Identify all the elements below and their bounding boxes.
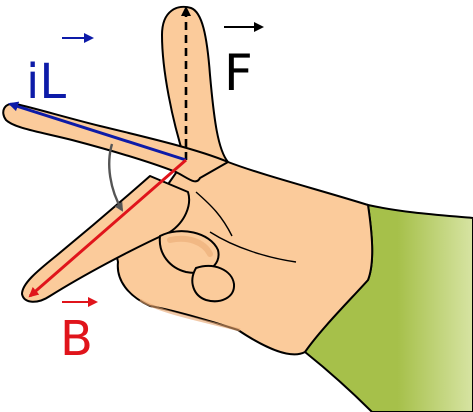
index-finger	[2, 102, 229, 183]
pinky-finger	[191, 265, 236, 303]
rotation-arrow	[108, 143, 124, 212]
ring-finger-shadow	[167, 235, 213, 257]
field-vector	[28, 158, 187, 298]
current-vector	[8, 101, 187, 162]
force-label: F	[224, 44, 253, 102]
finger-shadow	[139, 298, 241, 332]
current-label: iL	[26, 54, 66, 110]
palm-crease	[209, 231, 297, 263]
thumb-crease	[195, 191, 233, 237]
field-label: B	[60, 311, 93, 367]
